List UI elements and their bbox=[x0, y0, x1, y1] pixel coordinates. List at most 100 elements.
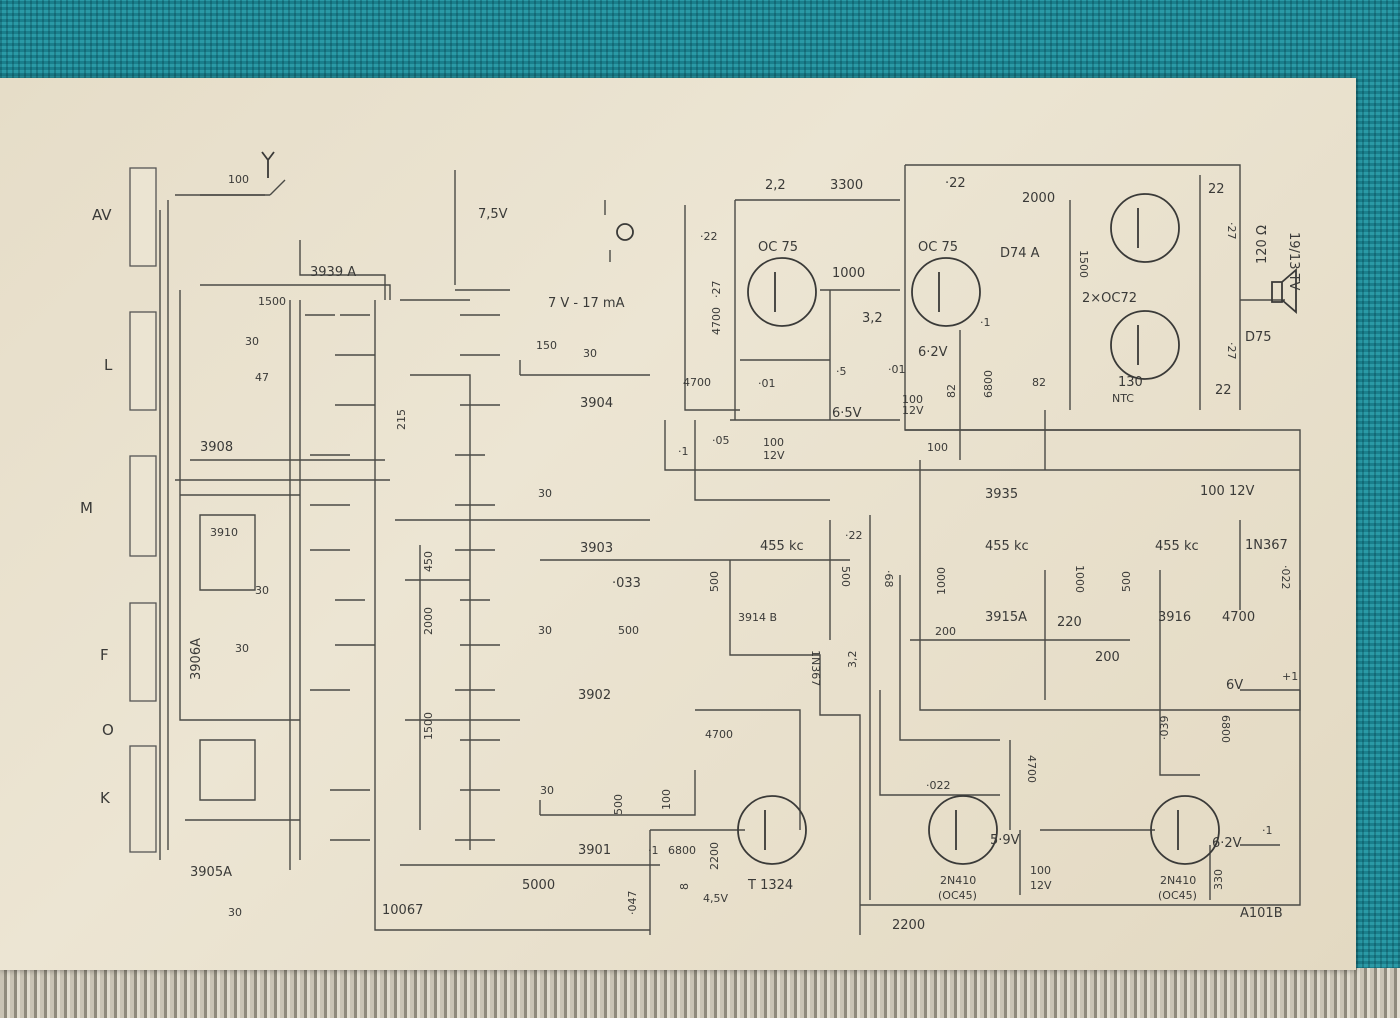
label: 3903 bbox=[580, 541, 613, 556]
label: T 1324 bbox=[747, 878, 793, 893]
band-label-m: M bbox=[80, 499, 93, 517]
label: ·01 bbox=[758, 377, 776, 390]
label: 100 bbox=[660, 789, 673, 810]
label: 2000 bbox=[1022, 191, 1055, 206]
label: 30 bbox=[583, 347, 597, 360]
label: 10067 bbox=[382, 903, 423, 918]
label: ·01 bbox=[888, 363, 906, 376]
label: 1N367 bbox=[1245, 538, 1288, 553]
label: +1 bbox=[1282, 670, 1298, 683]
label: 3,2 bbox=[846, 651, 859, 669]
label: 5000 bbox=[522, 878, 555, 893]
label: 6800 bbox=[1219, 715, 1232, 743]
label: 4700 bbox=[1025, 755, 1038, 783]
label: 500 bbox=[839, 566, 852, 587]
label: ·022 bbox=[1279, 565, 1292, 590]
label: ·022 bbox=[926, 779, 951, 792]
label: 7 V - 17 mA bbox=[548, 296, 625, 311]
label: 82 bbox=[945, 384, 958, 398]
label: 130 bbox=[1118, 375, 1143, 390]
label: 4700 bbox=[710, 307, 723, 335]
label: ·1 bbox=[980, 316, 991, 329]
label: 30 bbox=[245, 335, 259, 348]
label: 3,2 bbox=[862, 311, 883, 326]
label: 2N410 bbox=[1160, 874, 1196, 887]
speaker-icon bbox=[1271, 268, 1297, 314]
wiring bbox=[159, 164, 1301, 935]
label: 100 bbox=[902, 393, 923, 406]
label: 3300 bbox=[830, 178, 863, 193]
band-label-k: K bbox=[100, 789, 111, 807]
label: 30 bbox=[538, 624, 552, 637]
band-labels: AV L M F O K bbox=[80, 206, 114, 807]
label: 200 bbox=[935, 625, 956, 638]
label: 12V bbox=[763, 449, 785, 462]
label: 120 Ω bbox=[1255, 225, 1270, 264]
label: 2000 bbox=[422, 607, 435, 635]
band-label-av: AV bbox=[92, 206, 112, 224]
label: 12V bbox=[1030, 879, 1052, 892]
label: ·047 bbox=[626, 891, 639, 916]
label: ·1 bbox=[678, 445, 689, 458]
label: 220 bbox=[1057, 615, 1082, 630]
band-switch-contacts bbox=[305, 314, 500, 841]
label: 1N367 bbox=[809, 650, 822, 686]
label: 1500 bbox=[258, 295, 286, 308]
label: 2200 bbox=[892, 918, 925, 933]
label: OC 75 bbox=[918, 240, 958, 255]
label: 22 bbox=[1215, 383, 1232, 398]
label: 100 bbox=[763, 436, 784, 449]
label: 3905A bbox=[190, 865, 232, 880]
label: 455 kc bbox=[1155, 539, 1199, 554]
transistor-oc72-2 bbox=[1110, 310, 1180, 380]
earphone-jack-icon bbox=[616, 223, 634, 241]
label: 1000 bbox=[1073, 565, 1086, 593]
label: 6800 bbox=[668, 844, 696, 857]
label: 4700 bbox=[705, 728, 733, 741]
label: 6·5V bbox=[832, 406, 862, 421]
label: 4700 bbox=[683, 376, 711, 389]
label: 47 bbox=[255, 371, 269, 384]
label: ·039 bbox=[1158, 716, 1171, 741]
label: NTC bbox=[1112, 392, 1134, 405]
band-bar-k bbox=[129, 745, 157, 853]
label: 6·2V bbox=[918, 345, 948, 360]
band-label-f: F bbox=[100, 646, 109, 664]
label: ·033 bbox=[612, 576, 641, 591]
label: ·22 bbox=[845, 529, 863, 542]
schematic-paper bbox=[0, 78, 1356, 970]
label: 450 bbox=[422, 551, 435, 572]
band-bar-f bbox=[129, 602, 157, 702]
band-bar-m bbox=[129, 455, 157, 557]
label: 19/13 TV bbox=[1286, 232, 1301, 291]
label: 455 kc bbox=[985, 539, 1029, 554]
label: 2200 bbox=[708, 842, 721, 870]
label: 500 bbox=[612, 794, 625, 815]
label: 3915A bbox=[985, 610, 1027, 625]
label: 100 bbox=[1030, 864, 1051, 877]
label: ·1 bbox=[648, 844, 659, 857]
label: 30 bbox=[228, 906, 242, 919]
label: 100 bbox=[228, 173, 249, 186]
band-bar-l bbox=[129, 311, 157, 411]
label: 30 bbox=[235, 642, 249, 655]
transistor-t1324 bbox=[737, 795, 807, 865]
label: ·27 bbox=[1225, 342, 1238, 360]
label: 3902 bbox=[578, 688, 611, 703]
label: ·27 bbox=[710, 281, 723, 299]
label: 82 bbox=[1032, 376, 1046, 389]
label: 3908 bbox=[200, 440, 233, 455]
label: 30 bbox=[540, 784, 554, 797]
label: 500 bbox=[1120, 571, 1133, 592]
label: ·22 bbox=[700, 230, 718, 243]
label: 3939 A bbox=[310, 265, 356, 280]
label: 30 bbox=[255, 584, 269, 597]
transistor-oc75-2 bbox=[911, 257, 981, 327]
label: 200 bbox=[1095, 650, 1120, 665]
band-label-o: O bbox=[102, 721, 114, 739]
label: 3935 bbox=[985, 487, 1018, 502]
label: 2,2 bbox=[765, 178, 786, 193]
label: 7,5V bbox=[478, 207, 508, 222]
label: 30 bbox=[538, 487, 552, 500]
label: ·1 bbox=[1262, 824, 1273, 837]
